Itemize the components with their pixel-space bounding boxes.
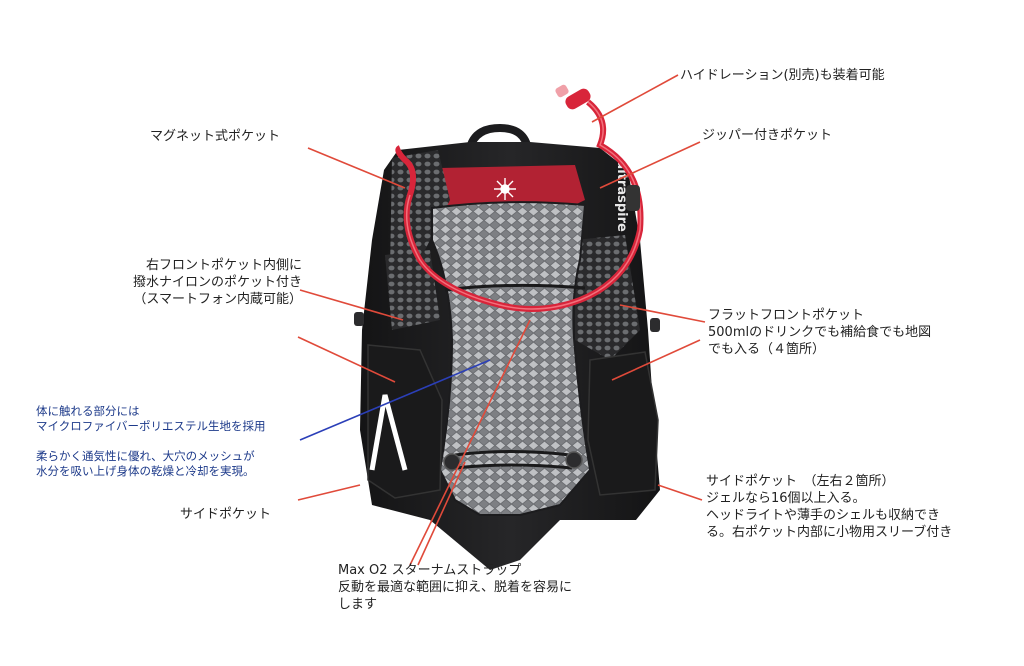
label-side-pocket-left: サイドポケット	[180, 507, 272, 522]
label-side-pocket-r-line3: ヘッドライトや薄手のシェルも収納でき	[706, 508, 941, 523]
label-side-pocket-r-line1: サイドポケット （左右２箇所）	[706, 474, 895, 489]
right-side-pocket	[587, 351, 659, 496]
tube-clip	[626, 185, 640, 211]
leader-side-pocket-left	[297, 484, 361, 501]
leader-flat-front-a	[619, 304, 706, 323]
bite-valve-tip	[555, 84, 569, 98]
leader-sternum-b	[417, 461, 466, 566]
sun-emblem-icon	[494, 178, 516, 200]
label-right-front-line1: 右フロントポケット内側に	[145, 258, 302, 273]
buckle-right	[565, 451, 583, 469]
leader-hydration	[591, 74, 679, 123]
label-body-line2: マイクロファイバーポリエステル生地を採用	[36, 419, 266, 433]
label-side-pocket-r-line4: る。右ポケット内部に小物用スリーブ付き	[706, 525, 953, 540]
label-flat-front-pocket: フラットフロントポケット 500mlのドリンクでも補給食でも地図 でも入る（４箇…	[708, 307, 931, 358]
left-shoulder-mesh	[390, 150, 450, 270]
leader-side-pocket-right	[657, 484, 703, 501]
vest-illustration: ultraspire	[354, 84, 660, 570]
leader-right-front	[299, 289, 404, 321]
bite-valve	[565, 88, 591, 110]
label-body-line4: 水分を吸い上げ身体の乾燥と冷却を実現。	[36, 464, 255, 478]
leader-sternum-a	[409, 319, 531, 566]
label-body-line1: 体に触れる部分には	[36, 404, 140, 418]
label-sternum-line3: します	[338, 597, 378, 612]
label-sternum-line2: 反動を最適な範囲に抑え、脱着を容易に	[338, 580, 573, 595]
toggle-left	[354, 312, 364, 326]
leader-flat-front-b	[297, 336, 396, 383]
leader-zipper-pocket	[599, 141, 701, 189]
label-flat-front-line3: でも入る（４箇所）	[708, 342, 826, 357]
leader-magnet-pocket	[307, 147, 406, 189]
hydration-tube-highlight	[405, 101, 642, 310]
label-zipper-pocket: ジッパー付きポケット	[702, 128, 833, 143]
label-body-contact: 体に触れる部分には マイクロファイバーポリエステル生地を採用 柔らかく通気性に優…	[36, 404, 266, 479]
label-side-pocket-right: サイドポケット （左右２箇所） ジェルなら16個以上入る。 ヘッドライトや薄手の…	[706, 473, 952, 541]
label-body-spacer	[36, 434, 266, 449]
brand-mark: ultraspire	[614, 160, 629, 232]
top-handle	[466, 123, 532, 151]
label-right-front-line3: （スマートフォン内蔵可能）	[133, 292, 302, 307]
toggle-right	[650, 318, 660, 332]
label-flat-front-line2: 500mlのドリンクでも補給食でも地図	[708, 325, 932, 340]
leader-flat-front-c	[611, 339, 701, 381]
left-logo-mark	[369, 394, 408, 471]
label-sternum-strap: Max O2 スターナムストラップ 反動を最適な範囲に抑え、脱着を容易に します	[338, 562, 572, 613]
label-hydration: ハイドレーション(別売)も装着可能	[680, 68, 885, 83]
label-magnet-pocket: マグネット式ポケット	[150, 129, 281, 144]
label-side-pocket-r-line2: ジェルなら16個以上入る。	[706, 491, 866, 506]
label-sternum-line1: Max O2 スターナムストラップ	[338, 563, 522, 578]
left-side-pocket	[367, 344, 443, 499]
leader-body-mesh	[299, 359, 491, 441]
label-right-front-pocket: 右フロントポケット内側に 撥水ナイロンのポケット付き （スマートフォン内蔵可能）	[133, 257, 302, 308]
label-right-front-line2: 撥水ナイロンのポケット付き	[132, 275, 302, 290]
label-body-line3: 柔らかく通気性に優れ、大穴のメッシュが	[36, 449, 255, 463]
label-flat-front-line1: フラットフロントポケット	[708, 308, 865, 323]
leader-lines	[297, 74, 706, 566]
